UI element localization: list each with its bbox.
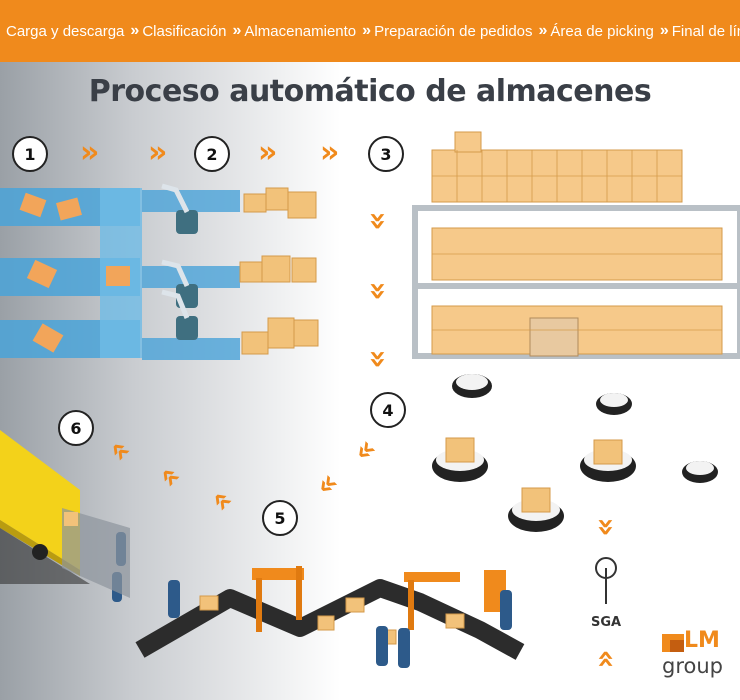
- loading-conveyors-illustration: [0, 188, 142, 358]
- flow-arrow-icon: »: [360, 281, 396, 301]
- logo-brand: LM: [684, 628, 720, 653]
- step-label-sorting: Clasificación: [142, 22, 227, 40]
- separator-icon: »: [659, 22, 669, 39]
- logo-subtitle: group: [662, 654, 723, 678]
- sga-label: SGA: [591, 615, 622, 630]
- flow-arrow-icon: »: [360, 349, 396, 369]
- process-steps-bar: Carga y descarga » Clasificación » Almac…: [0, 0, 740, 62]
- flow-arrow-icon: »: [587, 649, 623, 669]
- storage-racks-illustration: [412, 131, 740, 359]
- step-label-loading: Carga y descarga: [6, 22, 125, 40]
- separator-icon: »: [232, 22, 242, 39]
- step-number-3: 3: [368, 136, 404, 172]
- sga-signal-icon: [595, 557, 617, 604]
- truck-illustration: [0, 430, 130, 598]
- picking-line-illustration: [112, 532, 525, 668]
- flow-arrow-icon: »: [80, 135, 100, 170]
- step-number-5: 5: [262, 500, 298, 536]
- step-label-order-prep: Preparación de pedidos: [374, 22, 533, 40]
- flow-arrow-icon: »: [258, 135, 278, 170]
- sorting-robots-illustration: [142, 183, 319, 360]
- step-number-1: 1: [12, 136, 48, 172]
- separator-icon: »: [362, 22, 371, 39]
- flow-arrow-icon: »: [148, 135, 168, 170]
- step-label-end-of-line: Final de línea: [671, 22, 740, 40]
- lm-group-logo: LM group: [662, 628, 732, 684]
- flow-arrow-icon: »: [320, 135, 340, 170]
- separator-icon: »: [130, 22, 139, 39]
- step-number-2: 2: [194, 136, 230, 172]
- step-number-6: 6: [58, 410, 94, 446]
- separator-icon: »: [538, 22, 548, 39]
- step-label-storage: Almacenamiento: [244, 22, 357, 40]
- step-number-4: 4: [370, 392, 406, 428]
- step-label-picking: Área de picking: [550, 22, 654, 40]
- flow-arrow-icon: »: [360, 211, 396, 231]
- agv-robots-illustration: [432, 374, 718, 532]
- logo-square-inner: [670, 640, 684, 652]
- page-title: Proceso automático de almacenes: [88, 74, 652, 109]
- flow-arrow-icon: »: [588, 517, 624, 537]
